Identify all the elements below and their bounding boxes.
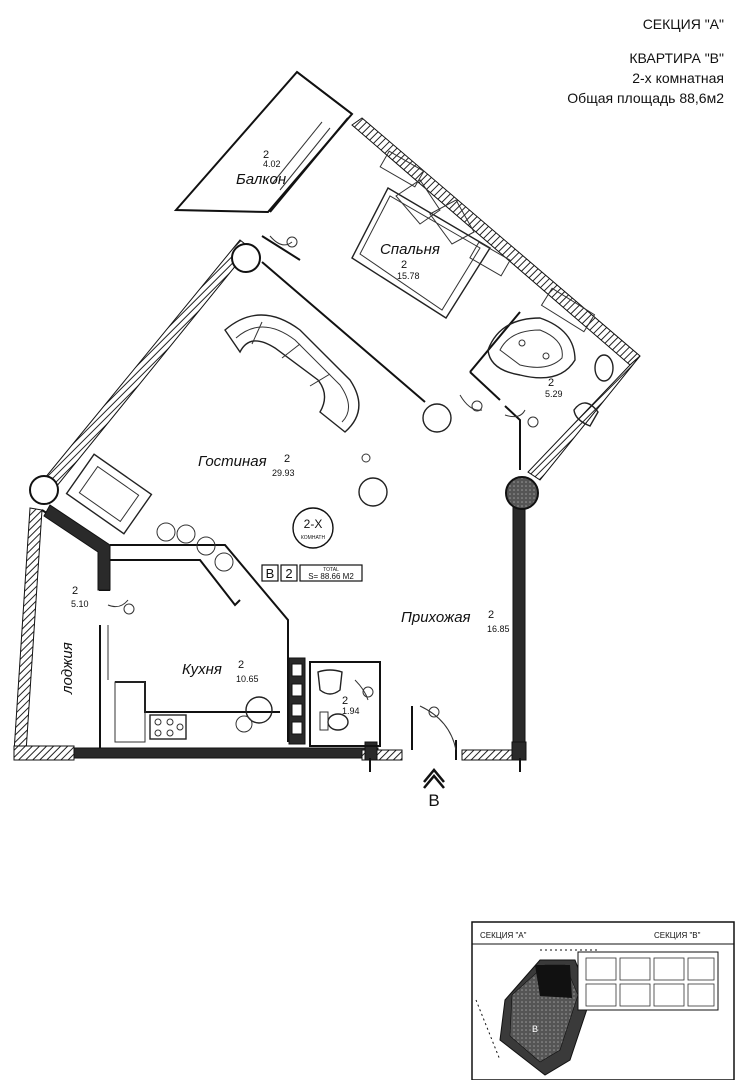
bedroom-name: Спальня xyxy=(380,241,440,258)
sofa-icon xyxy=(224,314,360,433)
wc-sup: 2 xyxy=(342,695,348,707)
apartment-stamp: 2-Х КОМНАТН B 2 TOTAL S= 88.66 M2 xyxy=(261,507,363,582)
balcony-area: 4.02 xyxy=(263,159,281,169)
hall-sup: 2 xyxy=(488,609,494,621)
stamp-circle-bottom: КОМНАТН xyxy=(301,535,326,541)
key-plan-section-a: СЕКЦИЯ "А" xyxy=(480,931,527,940)
bathroom-exterior-wall xyxy=(527,355,641,481)
header-rooms: 2-х комнатная xyxy=(632,70,724,86)
header-total-area: Общая площадь 88,6м2 xyxy=(567,90,724,106)
loggia-sup: 2 xyxy=(72,585,78,597)
stamp-total-label: TOTAL xyxy=(323,567,339,573)
kitchen-name: Кухня xyxy=(182,661,222,678)
balcony-name: Балкон xyxy=(236,171,286,188)
bed-icon xyxy=(351,187,491,319)
wc-toilet-icon xyxy=(327,713,349,731)
bathroom-sup: 2 xyxy=(548,377,554,389)
bathroom-area: 5.29 xyxy=(545,389,563,399)
entrance-marker: B xyxy=(423,768,445,810)
hall-name: Прихожая xyxy=(401,609,471,626)
room-labels: 2 4.02 Балкон Спальня 2 15.78 2 5.29 Гос… xyxy=(59,149,563,716)
bath-sink-icon xyxy=(573,402,599,427)
living-name: Гостиная xyxy=(198,453,267,470)
header-apartment: КВАРТИРА "В" xyxy=(629,50,724,66)
armchair-icon xyxy=(65,453,153,535)
living-area: 29.93 xyxy=(272,468,295,478)
bedroom-area: 15.78 xyxy=(397,271,420,281)
toilet-icon xyxy=(594,354,614,382)
stamp-circle-top: 2-Х xyxy=(304,517,323,531)
living-sup: 2 xyxy=(284,453,290,465)
wc-sink-icon xyxy=(317,669,343,695)
lamp-icon xyxy=(422,403,452,433)
loggia-area: 5.10 xyxy=(71,599,89,609)
entrance-letter: B xyxy=(428,791,439,810)
hall-right-wall xyxy=(512,499,526,749)
columns xyxy=(29,243,539,510)
interior-walls xyxy=(41,117,521,760)
kitchen-table-icon xyxy=(245,696,273,724)
loggia-name: лоджия xyxy=(59,642,76,695)
kitchen-area: 10.65 xyxy=(236,674,259,684)
furniture xyxy=(65,150,614,751)
hall-area: 16.85 xyxy=(487,624,510,634)
key-plan: СЕКЦИЯ "А" СЕКЦИЯ "В" B xyxy=(471,921,735,1080)
exterior-walls xyxy=(13,70,641,772)
stove-icon xyxy=(149,714,187,740)
key-plan-section-b: СЕКЦИЯ "В" xyxy=(654,931,701,940)
bedroom-sup: 2 xyxy=(401,259,407,271)
loggia-exterior-wall xyxy=(13,507,43,753)
key-plan-unit-mark: B xyxy=(532,1024,538,1034)
table-icon xyxy=(358,477,388,507)
header-section: СЕКЦИЯ "А" xyxy=(642,16,724,32)
bathtub-icon xyxy=(487,317,576,379)
wc-area: 1.94 xyxy=(342,706,360,716)
stamp-total-value: S= 88.66 M2 xyxy=(308,572,354,581)
stamp-box-letter: B xyxy=(266,566,275,581)
stamp-box-digit: 2 xyxy=(285,566,292,581)
balcony-sup: 2 xyxy=(263,149,269,161)
kitchen-sup: 2 xyxy=(238,659,244,671)
